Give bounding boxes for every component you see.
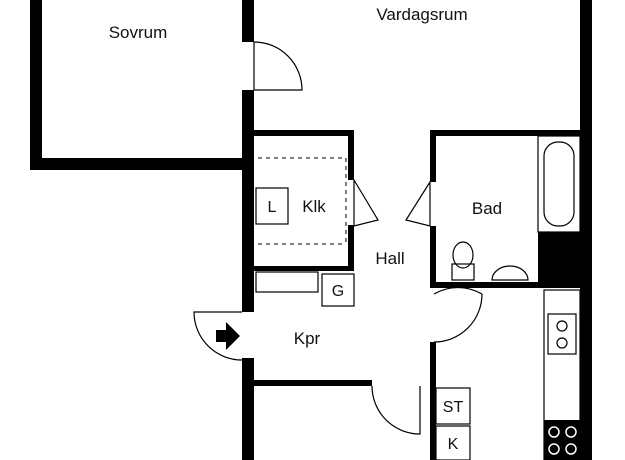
wall-bottom-room-top [252,380,372,386]
entrance-arrow-icon [216,322,240,350]
room-label-bad: Bad [472,199,502,218]
wall-bad-top [430,130,585,136]
sink-bowl-1 [556,320,568,332]
door-klk [353,177,379,227]
doors [193,41,483,435]
sink-bowl-2 [556,337,568,349]
burner-4 [565,443,577,455]
toilet-tank [451,263,475,281]
bathtub-inner [543,141,575,227]
kpr-shelf [255,271,319,293]
toilet-bowl [452,241,474,269]
door-hall-kitchen-arc [433,287,483,295]
st-box [435,387,471,425]
door-sovrum-swing [253,41,303,91]
wardrobe-box [321,273,355,307]
burner-3 [548,443,560,455]
wall-central-lower [242,358,254,460]
wall-central-middle [242,90,254,312]
bathtub [537,135,581,233]
room-label-klk: Klk [302,197,326,216]
room-label-vardagsrum: Vardagsrum [376,5,467,24]
fixtures [255,135,582,460]
sink [547,313,577,355]
door-bottom-room [371,385,421,435]
burner-1 [548,426,560,438]
wall-sovrum-left [30,0,42,170]
wall-bad-bottom [430,282,585,288]
wall-bad-left-lower [430,226,436,286]
burner-2 [565,426,577,438]
door-bad [405,179,431,227]
fixture-label-st: ST [443,399,464,416]
fixture-label-l: L [268,199,277,216]
fixture-label-k: K [448,436,459,453]
wall-sovrum-bottom [30,158,252,170]
wall-klk-right-lower [348,225,354,270]
wall-central-top [242,0,254,42]
washbasin [491,265,529,281]
wall-klk-top [252,130,354,136]
shaft [538,232,582,284]
wall-bad-left-upper [430,130,436,182]
room-label-hall: Hall [375,249,404,268]
fixture-label-g: G [332,283,344,300]
door-entrance [193,311,243,361]
wall-right-outer [580,0,592,460]
door-hall-kitchen-swing [433,293,483,343]
wall-klk-bottom [252,266,354,271]
kitchen-counter [543,289,581,460]
walls [30,0,592,460]
room-label-sovrum: Sovrum [109,23,168,42]
wall-klk-right-upper [348,130,354,180]
k-box [435,425,471,460]
wall-kitchen-left [430,342,436,460]
room-label-kpr: Kpr [294,329,321,348]
stove [544,420,582,460]
laundry-box [255,187,289,225]
